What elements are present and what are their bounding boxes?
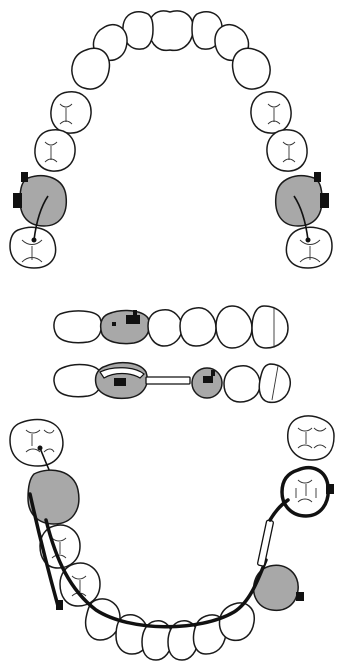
row2-rest [114,378,126,386]
row2-round-rest-tip [211,370,215,376]
row1-rest-tip [133,310,137,316]
lower-left-bar-end [56,600,63,610]
lower-left-retention-dot [37,445,43,451]
lower-tooth-37 [9,418,64,467]
row2-tooth-5-line [271,365,279,401]
upper-tooth-16-fissure [282,141,296,163]
upper-left-clasp [13,193,22,208]
occlusal-row-lower [53,361,291,404]
lower-right-clasped-tooth-fissure [295,479,317,503]
upper-tooth-23 [71,47,111,90]
upper-tooth-17 [285,226,333,269]
row2-metal-tooth-band [99,367,145,379]
upper-tooth-15-fissure [267,103,281,125]
upper-tooth-25 [34,129,76,172]
upper-left-retention-wire [33,195,49,241]
lower-right-bar-link [268,498,290,522]
upper-right-rest [314,172,321,182]
row1-metal-tooth [99,309,151,345]
upper-tooth-21 [122,10,154,50]
lower-right-clasped-tooth [280,465,330,518]
row1-tooth-5 [215,305,253,349]
row1-tooth-1 [53,310,103,344]
lower-right-clasp [326,484,334,494]
lingual-bar-inner [44,518,268,629]
upper-tooth-16 [266,129,308,172]
lower-right-metal-premolar [252,564,299,612]
lower-tooth-37-fissure [25,429,55,453]
upper-right-retention-wire [293,195,309,241]
row2-bar-connector [145,376,191,385]
upper-tooth-27 [9,226,57,269]
upper-left-metal-molar [19,175,68,227]
lower-right-minor-connector [257,519,274,567]
row2-tooth-1 [53,363,103,398]
upper-left-rest [21,172,28,182]
lower-tooth-47 [287,415,335,461]
upper-tooth-27-fissure [21,239,43,263]
upper-tooth-24-fissure [59,103,73,125]
row1-dot [112,322,116,326]
row2-round-rest [203,376,213,383]
upper-tooth-15 [250,91,292,134]
lower-tooth-47-fissure [297,427,327,449]
upper-right-clasp [320,193,329,208]
row2-tooth-4 [223,365,261,403]
lower-right-premolar-rest [296,592,304,601]
lower-arch [9,415,335,661]
upper-right-retention-dot [305,237,311,243]
upper-tooth-17-fissure [299,239,321,263]
row1-rest [126,315,140,324]
upper-tooth-11 [148,10,194,52]
lower-tooth-43 [218,602,255,642]
lingual-bar-outer [28,492,60,608]
occlusal-row-upper [53,305,289,349]
upper-tooth-14 [231,47,271,90]
row1-tooth-6 [251,305,289,349]
row1-tooth-4 [179,307,217,347]
upper-tooth-24 [50,91,92,134]
upper-left-retention-dot [31,237,37,243]
upper-tooth-25-fissure [44,141,58,163]
row1-tooth-3 [147,309,183,347]
upper-right-metal-molar [274,175,323,227]
upper-arch [9,10,333,269]
lower-left-metal-molar [27,469,80,525]
